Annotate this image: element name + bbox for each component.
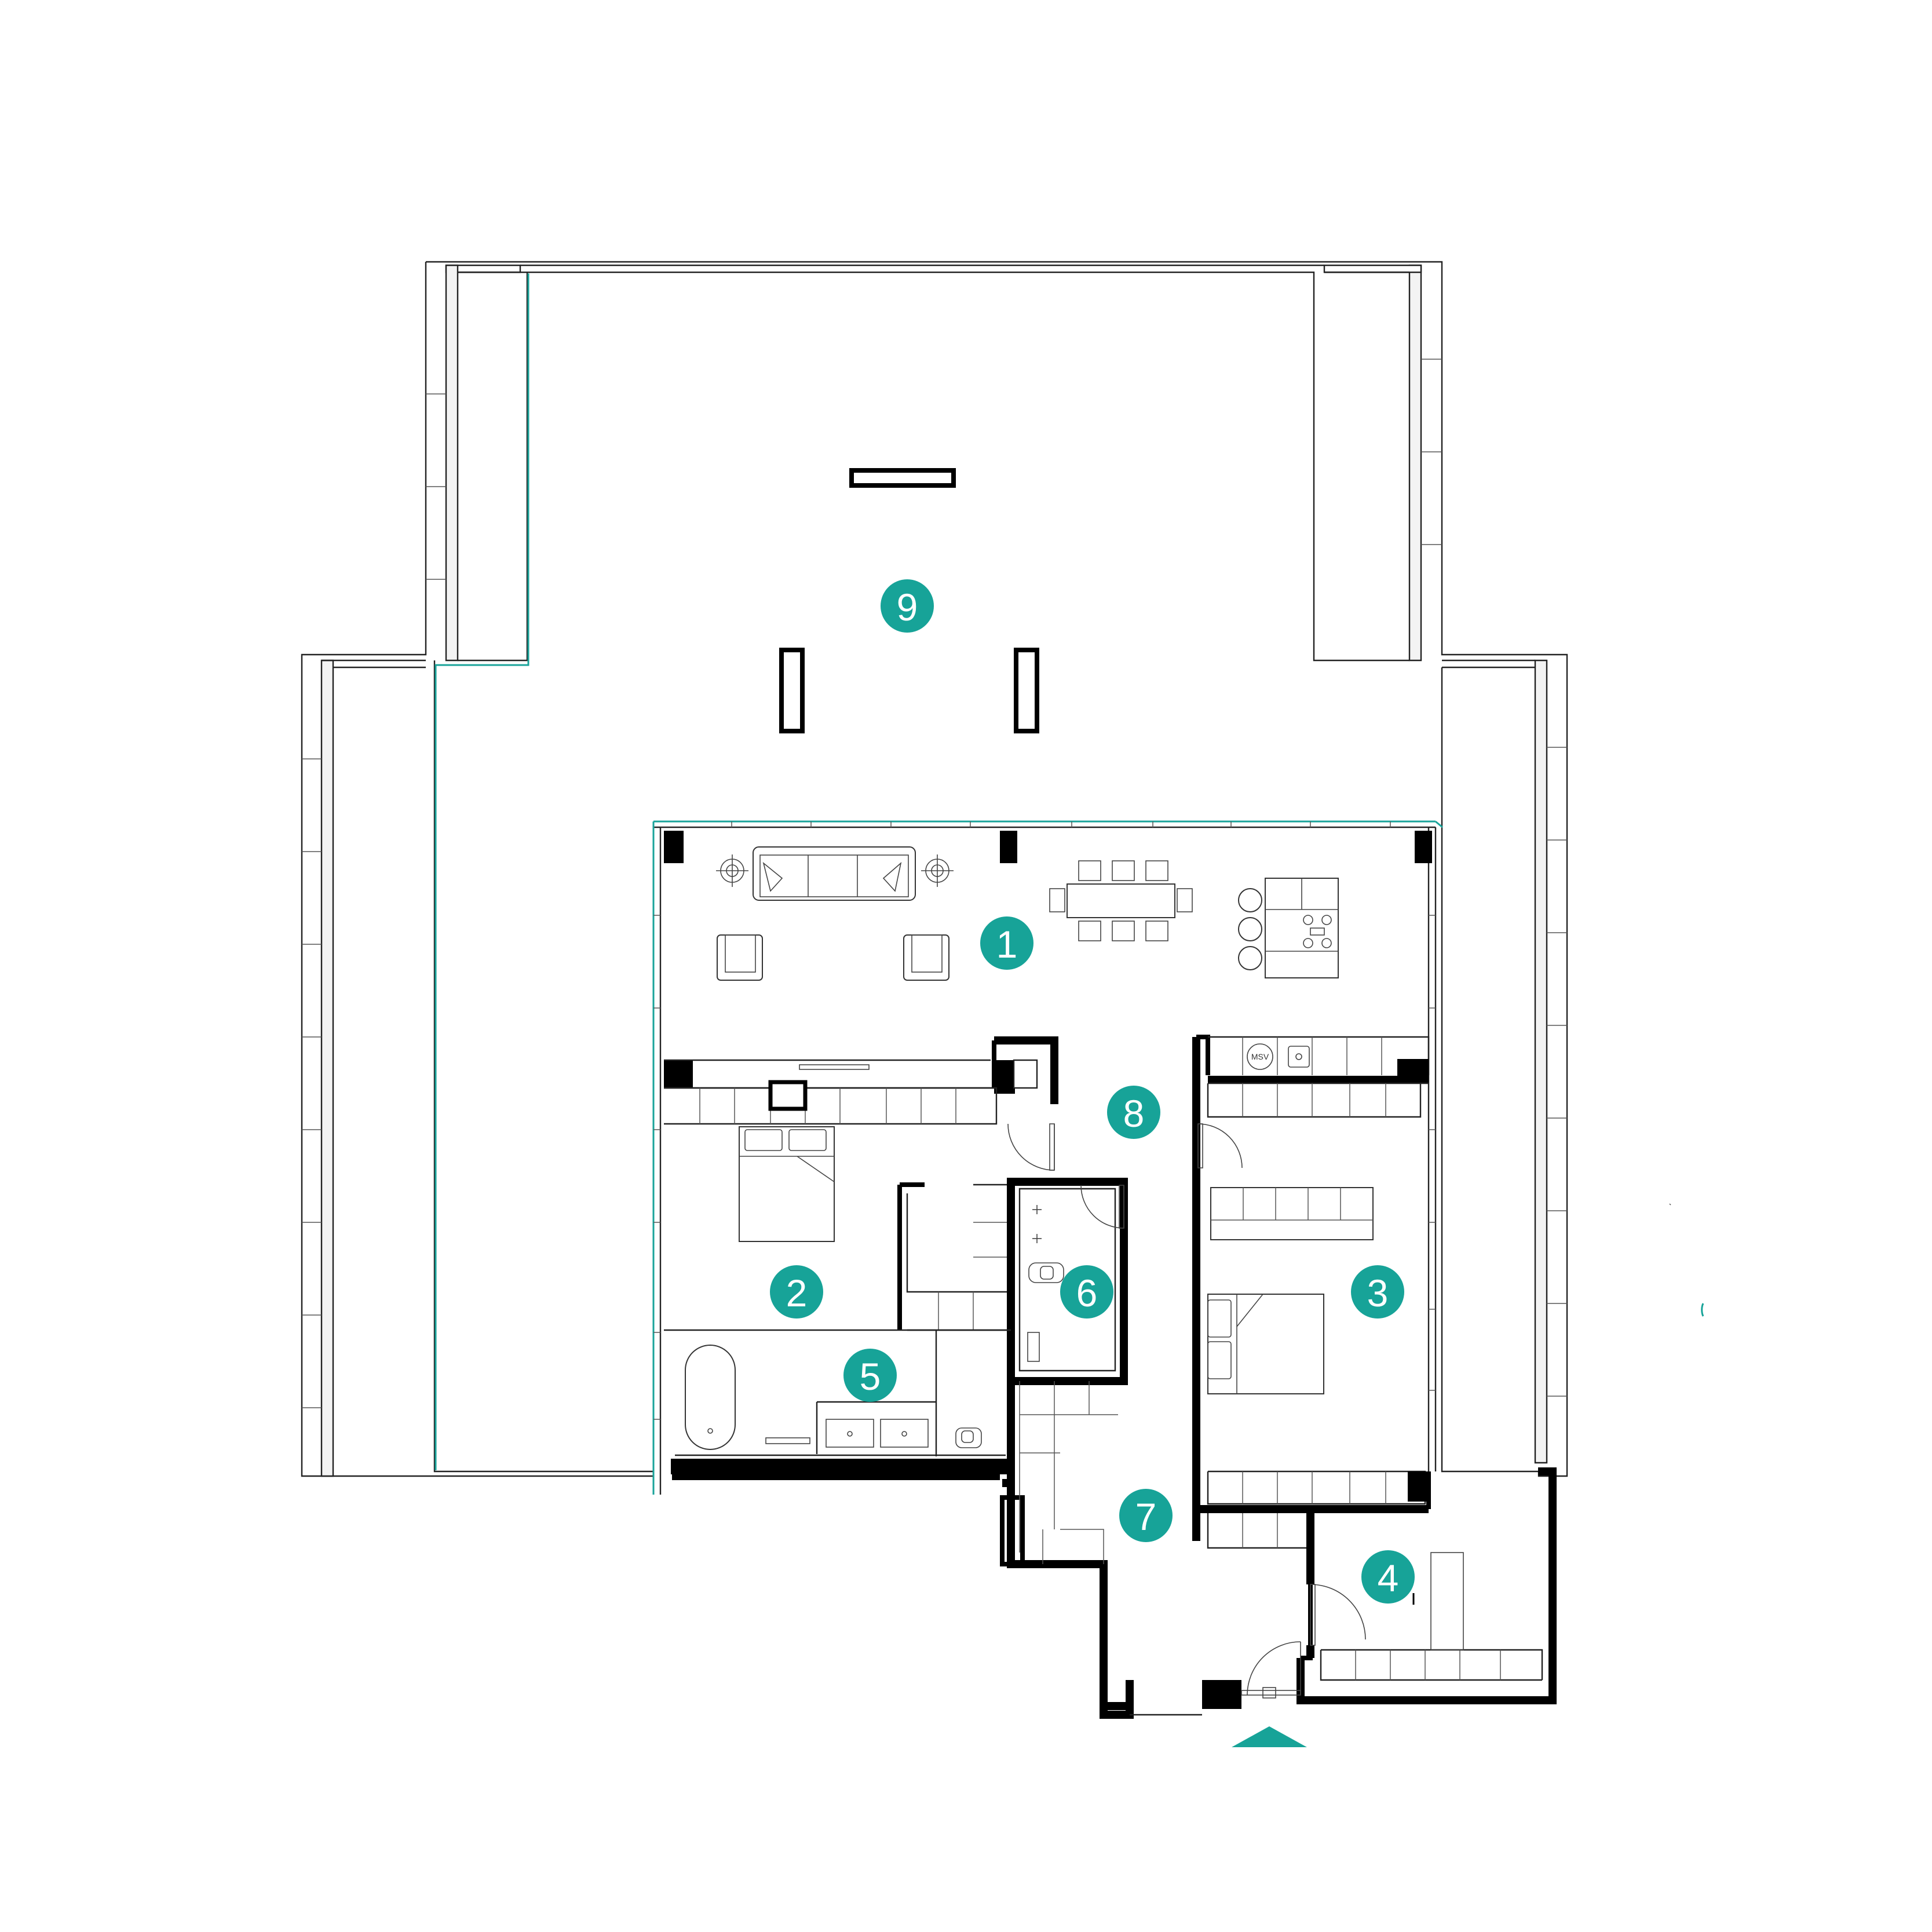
marker-4: 4 bbox=[1361, 1550, 1415, 1604]
bedroom-furniture bbox=[739, 1126, 1374, 1394]
svg-text:9: 9 bbox=[897, 586, 918, 629]
washing-machine-label: MSV bbox=[1251, 1052, 1269, 1061]
svg-text:2: 2 bbox=[786, 1272, 808, 1314]
living-furniture bbox=[716, 846, 1339, 1070]
apartment-glazing bbox=[652, 820, 1443, 1495]
svg-text:7: 7 bbox=[1135, 1495, 1157, 1538]
marker-8: 8 bbox=[1107, 1086, 1160, 1139]
marker-6: 6 bbox=[1060, 1265, 1113, 1319]
terrace-outline bbox=[301, 261, 1568, 1477]
svg-text:1: 1 bbox=[996, 923, 1018, 966]
columns bbox=[664, 831, 1432, 863]
marker-5: 5 bbox=[843, 1349, 897, 1402]
svg-text:3: 3 bbox=[1367, 1272, 1389, 1314]
marker-1: 1 bbox=[980, 916, 1033, 970]
marker-2: 2 bbox=[770, 1265, 823, 1319]
marker-7: 7 bbox=[1119, 1489, 1173, 1542]
svg-text:6: 6 bbox=[1076, 1272, 1098, 1314]
bathroom-fixtures bbox=[685, 1205, 1064, 1450]
entrance-arrow-icon bbox=[1232, 1726, 1307, 1747]
marker-3: 3 bbox=[1351, 1265, 1404, 1319]
svg-text:5: 5 bbox=[860, 1355, 881, 1398]
marker-9: 9 bbox=[881, 579, 934, 633]
svg-text:4: 4 bbox=[1378, 1557, 1399, 1599]
terrace-planters bbox=[779, 468, 1039, 733]
svg-text:8: 8 bbox=[1123, 1092, 1145, 1135]
doors bbox=[1007, 1123, 1366, 1699]
